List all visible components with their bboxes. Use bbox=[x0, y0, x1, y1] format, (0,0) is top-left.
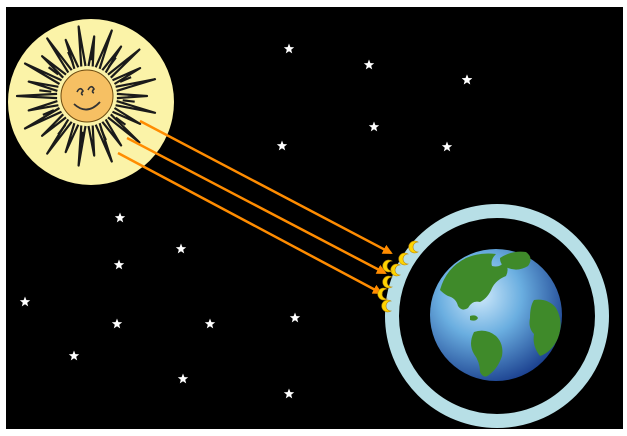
sun-ray-inner bbox=[123, 100, 135, 101]
sun-icon bbox=[8, 19, 174, 185]
globe-icon bbox=[430, 249, 562, 381]
sun-ray-inner bbox=[91, 48, 92, 60]
sun-ray-inner bbox=[81, 132, 82, 144]
sun-face bbox=[61, 70, 113, 122]
sun-ray-inner bbox=[39, 90, 51, 91]
